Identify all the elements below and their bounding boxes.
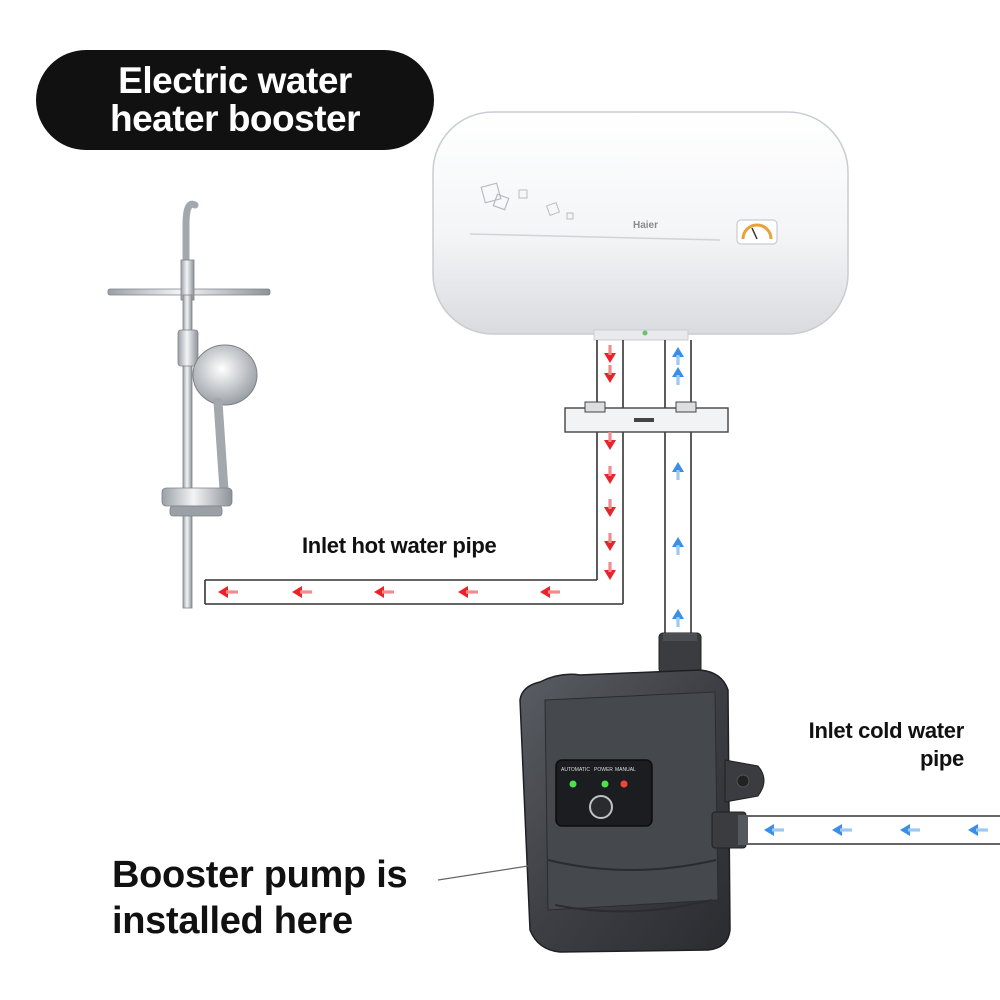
cold-pipe-label: Inlet cold water pipe xyxy=(808,718,965,771)
power-indicator-light xyxy=(569,780,577,788)
heater-brand-logo: Haier xyxy=(633,220,659,231)
shower-head-icon xyxy=(192,344,258,406)
diagram-title: Electric water heater booster xyxy=(109,60,361,139)
hot-flow-arrows xyxy=(218,345,616,598)
automatic-indicator-light xyxy=(601,780,609,788)
title-badge: Electric water heater booster xyxy=(36,50,434,150)
pipes xyxy=(204,340,1000,845)
pump-leader-line xyxy=(437,865,529,881)
thermometer-gauge-icon xyxy=(736,219,778,245)
panel-label-power: POWER xyxy=(594,767,613,773)
hot-pipe-label: Inlet hot water pipe xyxy=(302,533,497,558)
pipe-bracket xyxy=(564,401,729,433)
pump-control-panel xyxy=(555,759,653,827)
water-heater xyxy=(432,111,849,341)
panel-label-automatic: AUTOMATIC xyxy=(561,767,590,773)
pump-location-label: Booster pump is installed here xyxy=(112,854,408,942)
manual-indicator-light xyxy=(620,780,628,788)
panel-label-manual: MANUAL xyxy=(615,767,636,773)
booster-pump xyxy=(519,632,765,953)
shower-fixture xyxy=(107,200,271,609)
mode-button-icon xyxy=(589,795,613,819)
cold-flow-arrows xyxy=(672,347,988,836)
